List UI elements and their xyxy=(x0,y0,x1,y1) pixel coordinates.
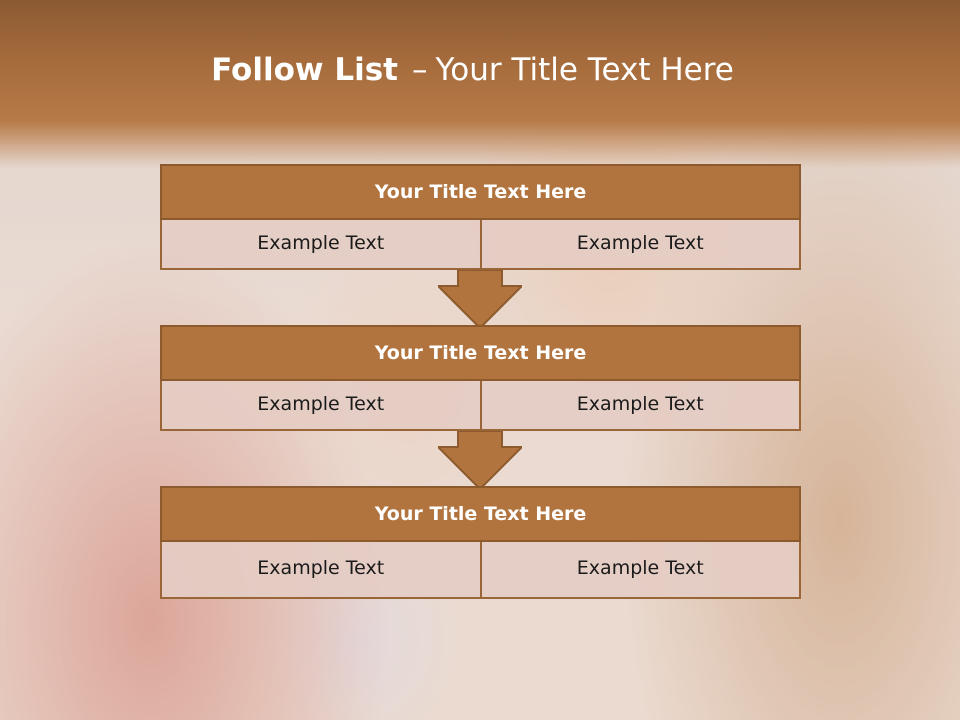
slide-title: Follow List–Your Title Text Here xyxy=(0,52,945,88)
down-arrow-icon xyxy=(438,270,522,328)
block-title: Your Title Text Here xyxy=(160,164,801,220)
block-title: Your Title Text Here xyxy=(160,486,801,542)
title-bold-part: Follow List xyxy=(211,52,398,88)
block-cell-left: Example Text xyxy=(160,542,482,599)
list-block-2: Your Title Text Here Example Text Exampl… xyxy=(160,325,801,431)
block-title: Your Title Text Here xyxy=(160,325,801,381)
list-block-3: Your Title Text Here Example Text Exampl… xyxy=(160,486,801,599)
block-cell-right: Example Text xyxy=(481,542,801,599)
block-cell-right: Example Text xyxy=(481,220,801,270)
block-cell-left: Example Text xyxy=(160,381,482,431)
block-row: Example Text Example Text xyxy=(160,381,801,431)
block-cell-left: Example Text xyxy=(160,220,482,270)
header-band xyxy=(0,0,960,168)
title-rest-part: Your Title Text Here xyxy=(435,52,734,88)
list-block-1: Your Title Text Here Example Text Exampl… xyxy=(160,164,801,270)
block-row: Example Text Example Text xyxy=(160,542,801,599)
title-dash: – xyxy=(411,52,428,88)
block-row: Example Text Example Text xyxy=(160,220,801,270)
down-arrow-icon xyxy=(438,431,522,489)
block-cell-right: Example Text xyxy=(481,381,801,431)
